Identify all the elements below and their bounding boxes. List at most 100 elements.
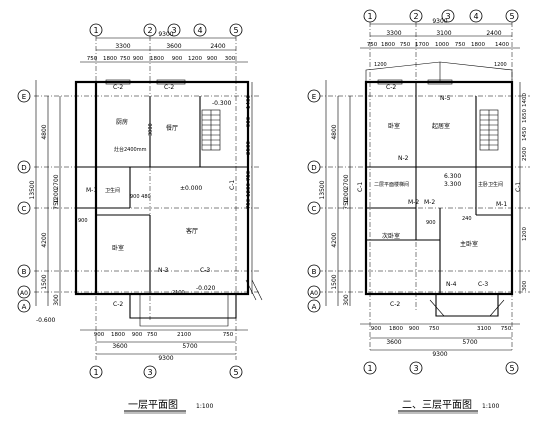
room-note: 灶台2400mm bbox=[114, 146, 147, 153]
dim: 5700 bbox=[462, 339, 477, 346]
room-label: 二层平面楼梯间 bbox=[374, 181, 409, 188]
door-tag: M-2 bbox=[408, 199, 419, 206]
plan2-scale: 1:100 bbox=[482, 403, 499, 410]
plan2-left-dims: 4800 13500 4200 1500 2700 1200 750 300 bbox=[319, 124, 350, 306]
dim: 3600 bbox=[386, 339, 401, 346]
dim: 5700 bbox=[182, 343, 197, 350]
door-tag: N-3 bbox=[158, 267, 169, 274]
room-label: 餐厅 bbox=[166, 124, 178, 132]
dim-top: 2400 bbox=[210, 43, 225, 50]
plan1-grid-top: 1 2 3 4 5 bbox=[89, 23, 243, 37]
dim: 900 bbox=[409, 326, 420, 332]
grid-label: 3 bbox=[147, 368, 152, 377]
note: 900 480 bbox=[130, 194, 151, 200]
grid-label: D bbox=[311, 164, 316, 172]
dim: 750 bbox=[367, 42, 378, 48]
plan1-right-dims: 1400 900 2500 750 1200 750 bbox=[246, 95, 252, 210]
dim: 900 bbox=[207, 56, 218, 62]
plan2-grid-bottom: 1 3 5 bbox=[363, 361, 519, 375]
level-mark: ±0.000 bbox=[180, 185, 202, 192]
note: 1200 bbox=[494, 62, 507, 68]
dim-top: 3300 bbox=[386, 30, 401, 37]
note: 1200 bbox=[374, 62, 387, 68]
grid-label: C bbox=[312, 205, 317, 213]
dim: 2500 bbox=[246, 141, 252, 155]
plan2-door-tags: C-2 N-5 C-1 C-1 M-2 M-2 M-1 C-2 C-3 N-4 … bbox=[357, 84, 522, 308]
door-tag: C-2 bbox=[113, 84, 123, 91]
dim-top: 3100 bbox=[436, 30, 451, 37]
dim-top: 3300 bbox=[115, 43, 130, 50]
dim: 750 bbox=[400, 42, 411, 48]
plan1-grid-bottom: 1 3 5 bbox=[89, 365, 243, 379]
grid-label: 5 bbox=[233, 26, 238, 35]
dim-total-bottom: 9300 bbox=[432, 351, 447, 358]
door-tag: C-1 bbox=[229, 180, 236, 190]
dim: 750 bbox=[223, 332, 234, 338]
room-label: 主卧卫生间 bbox=[478, 181, 503, 188]
note: 900 bbox=[78, 218, 88, 224]
plan1-scale: 1:100 bbox=[196, 403, 213, 410]
dim: 750 bbox=[147, 332, 158, 338]
plan1-left-dims: 4800 13500 4200 1500 2700 1200 750 300 bbox=[29, 124, 60, 306]
note: 900 bbox=[426, 220, 436, 226]
door-tag: C-3 bbox=[200, 267, 210, 274]
dim-total-top: 9300 bbox=[158, 31, 173, 38]
door-tag: C-2 bbox=[386, 84, 396, 91]
dim: 3100 bbox=[477, 326, 491, 332]
plan1-grid-left: E D C B A0 A bbox=[17, 89, 31, 313]
dim: 1800 bbox=[103, 56, 117, 62]
grid-label: 1 bbox=[93, 26, 98, 35]
door-tag: C-2 bbox=[164, 84, 174, 91]
plan2-grid-top: 1 2 3 4 5 bbox=[363, 9, 519, 23]
dim: 13500 bbox=[319, 180, 326, 199]
plan2-levels: 3.300 6.300 bbox=[444, 173, 461, 188]
dim-total-top: 9300 bbox=[432, 18, 447, 25]
dim: 1200 bbox=[522, 227, 528, 241]
dim: 750 bbox=[120, 56, 131, 62]
grid-label: 1 bbox=[367, 364, 372, 373]
room-label: 主卧室 bbox=[460, 240, 478, 248]
door-tag: N-5 bbox=[440, 95, 451, 102]
plan2-right-dims: 1400 1650 1450 2500 1200 300 bbox=[522, 93, 528, 292]
door-tag: C-1 bbox=[357, 182, 364, 192]
dim: 2500 bbox=[522, 147, 528, 161]
plan1-room-labels: 厨房 灶台2400mm 餐厅 卫生间 卧室 客厅 bbox=[105, 118, 198, 252]
grid-label: 2 bbox=[147, 26, 152, 35]
door-tag: C-3 bbox=[478, 281, 488, 288]
plan2-grid-left: E D C B A0 A bbox=[307, 89, 321, 313]
grid-label: B bbox=[22, 268, 27, 276]
room-label: 次卧室 bbox=[382, 232, 400, 240]
grid-label: D bbox=[21, 164, 26, 172]
plan1-door-tags: C-2 C-2 C-1 C-2 C-3 M-1 N-3 bbox=[86, 84, 236, 308]
dim: 1800 bbox=[471, 42, 485, 48]
grid-label: E bbox=[312, 93, 316, 101]
dim: 2700 bbox=[53, 174, 60, 189]
dim-top: 2400 bbox=[486, 30, 501, 37]
plan2-stairs bbox=[479, 109, 499, 151]
note: 240 bbox=[462, 216, 472, 222]
level-mark: 3.300 bbox=[444, 181, 461, 188]
dim: 750 bbox=[429, 326, 440, 332]
plan2: 1 2 3 4 5 9300 3300 3100 2400 750 1800 7… bbox=[307, 9, 530, 414]
grid-label: A bbox=[312, 303, 317, 311]
dim-total-bottom: 9300 bbox=[158, 355, 173, 362]
dim-top: 3600 bbox=[166, 43, 181, 50]
dim: 1400 bbox=[495, 42, 509, 48]
plan1-top-detail-dims: 750 1800 750 900 1800 900 1200 900 300 bbox=[87, 56, 236, 62]
dim: 750 bbox=[455, 42, 466, 48]
grid-label: A0 bbox=[20, 290, 28, 297]
plan1-title: 一层平面图 bbox=[128, 399, 178, 411]
grid-label: 2 bbox=[413, 12, 418, 21]
grid-label: C bbox=[22, 205, 27, 213]
level-mark: -0.600 bbox=[36, 317, 56, 324]
dim: 1200 bbox=[246, 183, 252, 197]
level-mark: 6.300 bbox=[444, 173, 461, 180]
grid-label: 4 bbox=[473, 12, 478, 21]
plan1: 1 2 3 4 5 9300 3300 3600 2400 750 1800 7… bbox=[17, 23, 263, 414]
door-tag: C-2 bbox=[390, 301, 400, 308]
grid-label: 5 bbox=[509, 12, 514, 21]
dim: 900 bbox=[132, 332, 143, 338]
door-tag: M-1 bbox=[496, 201, 507, 208]
plan2-title: 二、三层平面图 bbox=[402, 399, 472, 411]
dim: 1500 bbox=[41, 274, 48, 289]
